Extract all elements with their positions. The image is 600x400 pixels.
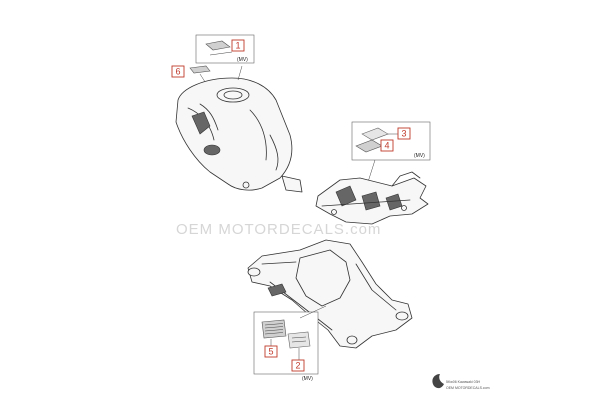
frame-bracket <box>391 171 421 187</box>
leader-line <box>367 159 376 183</box>
tank-contour <box>199 103 219 131</box>
tank-emblem <box>203 144 221 156</box>
watermark: OEM MOTORDECALS.com <box>176 221 381 238</box>
callout-box <box>397 127 411 140</box>
pivot-bore <box>247 267 261 277</box>
swingarm-contour <box>261 261 297 265</box>
decal-sticker-5 <box>261 319 287 339</box>
callout-box <box>291 359 305 372</box>
tank-vent <box>191 111 211 135</box>
tank-contour <box>249 109 267 161</box>
chain-guide <box>267 283 287 297</box>
axle-slot <box>346 335 358 345</box>
barcode-line <box>264 326 284 329</box>
barcode-line <box>264 323 284 326</box>
frame-bolt <box>331 209 337 215</box>
callout-box <box>380 139 394 152</box>
swingarm-opening <box>295 249 351 307</box>
callout-5: 5 <box>268 347 273 357</box>
mv-label: (MV) <box>237 57 248 63</box>
label-sticker <box>287 331 311 349</box>
decal-sticker-1 <box>205 40 231 51</box>
leader-line <box>299 305 327 319</box>
seat-frame <box>315 171 429 225</box>
footer-logo: 5Kw06 Kawasaki 03H OEM MOTORDECALS.com <box>432 374 490 390</box>
mv-label: (MV) <box>414 153 425 159</box>
swingarm-contour <box>355 263 397 311</box>
label-line <box>291 336 307 339</box>
callout-2: 2 <box>295 361 300 371</box>
frame-cutout <box>361 191 381 211</box>
tank-mount <box>281 175 303 193</box>
fuel-cap-ring <box>223 90 243 100</box>
tank-body <box>175 77 293 191</box>
callout-box <box>264 345 278 358</box>
footer-line-1: 5Kw06 Kawasaki 03H <box>446 380 481 384</box>
swingarm <box>247 239 413 349</box>
callout-box <box>231 39 245 52</box>
footer-line-2: OEM MOTORDECALS.com <box>446 386 490 390</box>
barcode-line <box>264 329 284 332</box>
callout-1: 1 <box>235 41 240 51</box>
tank-contour <box>269 134 279 171</box>
bottom-decal-group: 5 2 (MV) <box>253 305 327 382</box>
leader-line <box>209 51 233 56</box>
callout-3: 3 <box>401 129 406 139</box>
decal-sticker-6 <box>189 65 211 74</box>
tank-line <box>237 65 243 81</box>
label-line <box>291 340 307 343</box>
callout-6: 6 <box>175 67 180 77</box>
callout-box <box>171 65 185 78</box>
right-decal-group: 3 4 (MV) <box>351 121 431 183</box>
decal-sticker-2 <box>287 331 311 349</box>
barcode-sticker <box>261 319 287 339</box>
frame-bolt <box>401 205 407 211</box>
mv-label: (MV) <box>302 376 313 382</box>
top-decal-group: 1 (MV) 6 <box>171 34 255 97</box>
axle-slot <box>395 311 409 321</box>
frame-rail <box>321 199 411 207</box>
callout-4: 4 <box>384 141 389 151</box>
tank-bolt <box>242 181 250 189</box>
logo-icon <box>432 374 444 389</box>
barcode-line <box>264 332 284 335</box>
frame-cutout <box>335 185 357 207</box>
fuel-cap <box>216 87 250 103</box>
fuel-tank <box>175 65 303 193</box>
